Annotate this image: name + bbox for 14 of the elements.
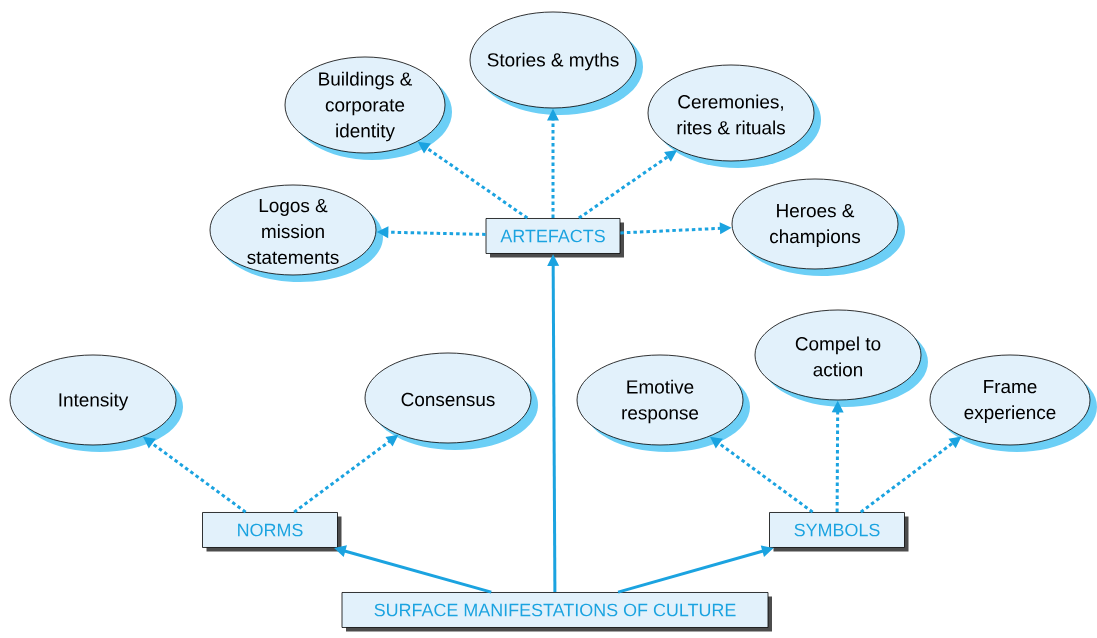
ellipse-node: Ceremonies, rites & rituals	[647, 64, 821, 168]
ellipse-node: Compel to action	[754, 309, 928, 407]
ellipse-node: Frame experience	[929, 354, 1097, 452]
ellipse-node: Consensus	[364, 352, 538, 450]
ellipse-node: Intensity	[9, 354, 183, 452]
ellipse-node: Logos & mission statements	[209, 184, 383, 282]
ellipse-node: Buildings & corporate identity	[284, 56, 452, 160]
label-box: SURFACE MANIFESTATIONS OF CULTURE	[341, 592, 772, 632]
ellipse-node: Emotive response	[576, 354, 750, 452]
ellipse-node: Stories & myths	[469, 11, 643, 115]
label-box: SYMBOLS	[769, 512, 909, 552]
label-box: ARTEFACTS	[485, 218, 624, 258]
label-box: NORMS	[202, 512, 342, 552]
ellipse-node: Heroes & champions	[731, 178, 905, 276]
